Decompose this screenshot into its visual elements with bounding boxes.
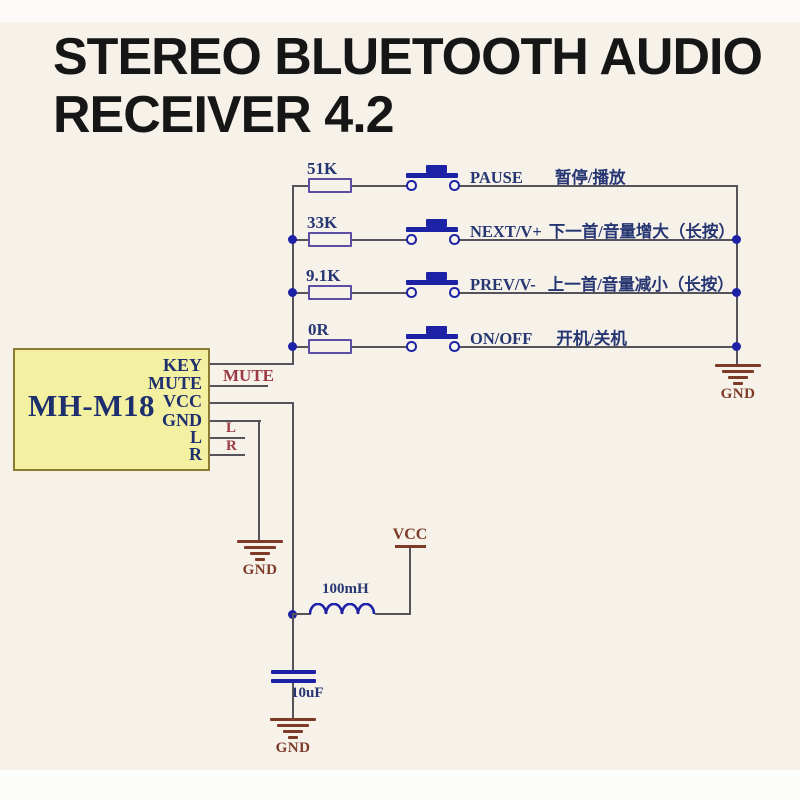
row3-label-zh: 上一首/音量减小（长按）: [547, 275, 734, 294]
junction-dot: [732, 288, 741, 297]
capacitor-icon: [271, 679, 316, 683]
gnd-vertical-wire: [258, 420, 261, 541]
next-button-actuator-icon: [426, 219, 447, 227]
junction-dot: [732, 235, 741, 244]
resistor-33k: [308, 232, 352, 247]
row1-label-en: PAUSE: [470, 168, 523, 187]
resistor-51k-value: 51K: [307, 159, 338, 178]
row3-label: PREV/V- 上一首/音量减小（长按）: [470, 271, 734, 295]
ground-icon: [283, 730, 303, 733]
pin-gnd: GND: [162, 410, 202, 430]
inductor-left-wire: [292, 613, 311, 616]
row4-label: ON/OFF 开机/关机: [470, 325, 627, 349]
resistor-9.1k: [308, 285, 352, 300]
prev-button-actuator-icon: [426, 272, 447, 280]
row1-label: PAUSE 暂停/播放: [470, 164, 625, 188]
gnd-pin-wire: [210, 420, 261, 423]
junction-dot: [288, 288, 297, 297]
vcc-supply-wire: [409, 548, 412, 615]
junction-dot: [732, 342, 741, 351]
r-stub-wire: [210, 454, 245, 457]
pause-button-terminal-right: [449, 180, 460, 191]
vcc-pin-wire: [210, 402, 294, 405]
key-pin-wire: [210, 363, 294, 366]
cap-bottom-wire: [292, 683, 295, 718]
resistor-51k: [308, 178, 352, 193]
onoff-button-icon: [406, 334, 458, 339]
capacitor-icon: [271, 670, 316, 674]
ground-icon: [277, 724, 309, 727]
ground-icon: [270, 718, 316, 721]
l-stub-wire: [210, 437, 245, 440]
prev-button-terminal-right: [449, 287, 460, 298]
pin-l: L: [189, 427, 202, 447]
next-button-terminal-right: [449, 234, 460, 245]
vcc-vertical-wire: [292, 402, 295, 615]
inductor-value: 100mH: [322, 581, 369, 597]
right-bus-wire: [736, 186, 739, 365]
ground-icon: [715, 364, 761, 367]
row2-label-zh: 下一首/音量增大（长按）: [548, 222, 735, 241]
ground-icon: [250, 552, 270, 555]
l-net-label: L: [226, 420, 237, 436]
capacitor-value: 10uF: [291, 685, 324, 701]
junction-dot: [288, 342, 297, 351]
module-ground-label: GND: [242, 562, 278, 578]
next-button-icon: [406, 227, 458, 232]
bottom-margin-band: [0, 770, 800, 800]
row3-label-en: PREV/V-: [470, 275, 536, 294]
next-button-terminal-left: [406, 234, 417, 245]
pin-r: R: [189, 444, 202, 464]
pause-button-actuator-icon: [426, 165, 447, 173]
left-bus-wire: [292, 186, 295, 365]
vcc-supply-icon: [395, 545, 426, 548]
onoff-button-actuator-icon: [426, 326, 447, 334]
row4-right-wire: [459, 346, 738, 349]
top-margin-band: [0, 0, 800, 22]
page-title-line1: STEREO BLUETOOTH AUDIO: [53, 28, 763, 86]
vcc-supply-label: VCC: [392, 526, 428, 543]
ground-icon: [728, 376, 748, 379]
ground-icon: [722, 370, 754, 373]
mh-m18-module: [13, 348, 210, 471]
right-ground-label: GND: [720, 386, 756, 402]
resistor-0r: [308, 339, 352, 354]
ground-icon: [255, 558, 265, 561]
bottom-ground-label: GND: [275, 740, 311, 756]
resistor-33k-value: 33K: [307, 213, 338, 232]
onoff-button-terminal-right: [449, 341, 460, 352]
prev-button-icon: [406, 280, 458, 285]
ground-icon: [288, 736, 298, 739]
pin-mute: MUTE: [148, 373, 202, 393]
page-title: STEREO BLUETOOTH AUDIO RECEIVER 4.2: [53, 28, 763, 144]
ground-icon: [244, 546, 276, 549]
pin-key: KEY: [162, 355, 202, 375]
page-title-line2: RECEIVER 4.2: [53, 86, 395, 144]
junction-dot: [288, 235, 297, 244]
row4-label-zh: 开机/关机: [556, 329, 627, 348]
module-name: MH-M18: [28, 388, 155, 423]
row1-label-zh: 暂停/播放: [554, 168, 626, 187]
onoff-button-terminal-left: [406, 341, 417, 352]
row4-label-en: ON/OFF: [470, 329, 533, 348]
cap-top-wire: [292, 615, 295, 671]
inductor-right-wire: [375, 613, 411, 616]
pin-vcc: VCC: [163, 391, 202, 411]
row2-label: NEXT/V+ 下一首/音量增大（长按）: [470, 218, 735, 242]
mute-net-label: MUTE: [223, 366, 274, 385]
pause-button-icon: [406, 173, 458, 178]
inductor-icon: [309, 603, 376, 615]
ground-icon: [237, 540, 283, 543]
row2-label-en: NEXT/V+: [470, 222, 542, 241]
mute-stub-wire: [210, 385, 268, 388]
resistor-9.1k-value: 9.1K: [306, 266, 341, 285]
pause-button-terminal-left: [406, 180, 417, 191]
row3-right-wire: [459, 292, 738, 295]
row2-right-wire: [459, 239, 738, 242]
prev-button-terminal-left: [406, 287, 417, 298]
r-net-label: R: [226, 438, 237, 454]
row1-right-wire: [459, 185, 738, 188]
resistor-0r-value: 0R: [308, 320, 329, 339]
ground-icon: [733, 382, 743, 385]
